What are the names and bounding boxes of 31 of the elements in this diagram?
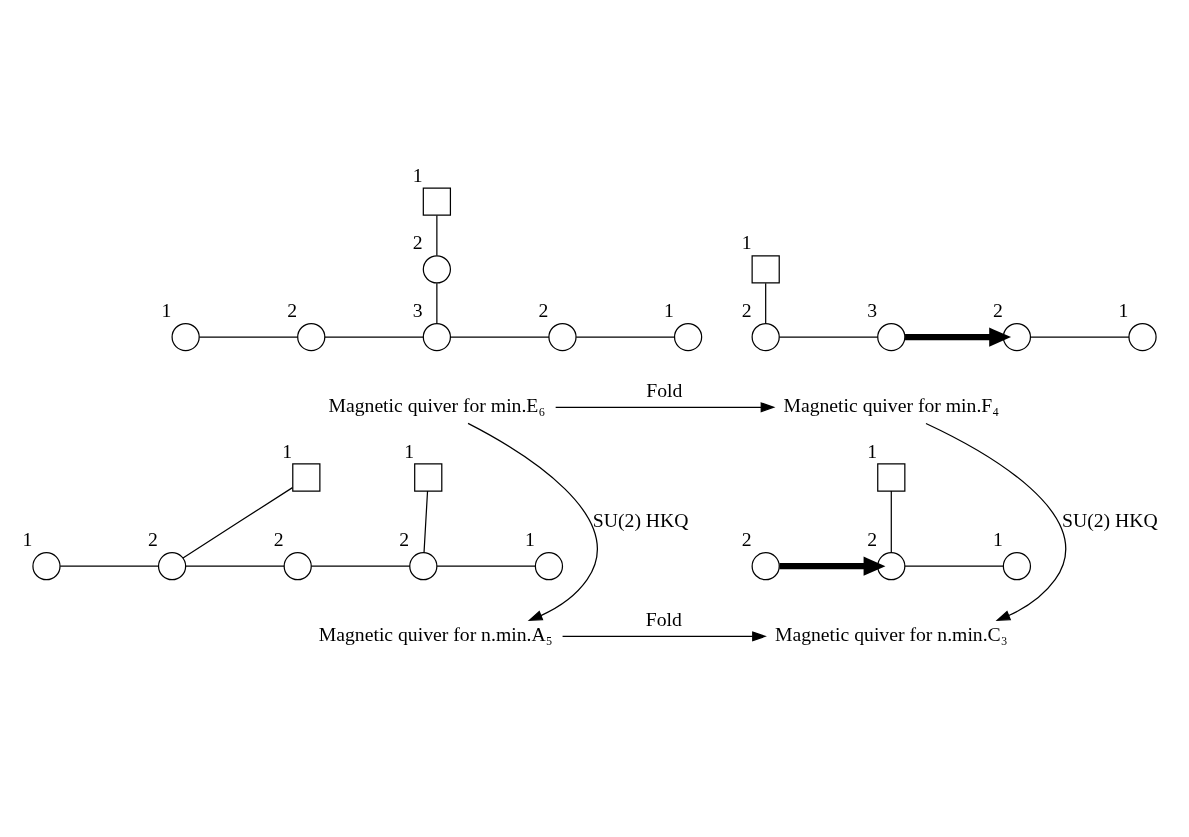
node-text: Magnetic quiver for n.min.C₃	[774, 622, 1008, 645]
node-text: Magnetic quiver for min.E₆	[328, 393, 546, 416]
node-text: Magnetic quiver for n.min.A₅	[318, 622, 553, 645]
node-label: 1	[664, 298, 674, 321]
edge-label: Fold	[645, 607, 682, 630]
node-label: 2	[273, 527, 284, 550]
node-label: 1	[867, 439, 878, 462]
node-label: 2	[538, 298, 549, 321]
node-label: 1	[161, 298, 172, 321]
node-label: 1	[282, 439, 293, 462]
node-label: 2	[741, 298, 752, 321]
node-label: 3	[412, 298, 423, 321]
node-label: 1	[1118, 298, 1129, 321]
node-label: 1	[992, 527, 1003, 550]
node-label: 2	[287, 298, 298, 321]
node-label: 2	[741, 527, 752, 550]
node-label: 1	[22, 527, 33, 550]
node-label: 2	[148, 527, 158, 550]
node-label: 2	[867, 527, 878, 550]
node-label: 3	[867, 298, 878, 321]
node-label: 1	[741, 230, 752, 253]
node-label: 2	[399, 527, 410, 550]
node-label: 2	[992, 298, 1003, 321]
node-label: 1	[404, 439, 415, 462]
edge-label: Fold	[646, 378, 683, 401]
edge-label: SU(2) HKQ	[592, 508, 689, 531]
edge-label: SU(2) HKQ	[1062, 508, 1158, 531]
node-label: 1	[524, 527, 535, 550]
node-label: 2	[412, 230, 423, 253]
node-text: Magnetic quiver for min.F₄	[783, 393, 1000, 416]
node-label: 1	[412, 163, 423, 186]
